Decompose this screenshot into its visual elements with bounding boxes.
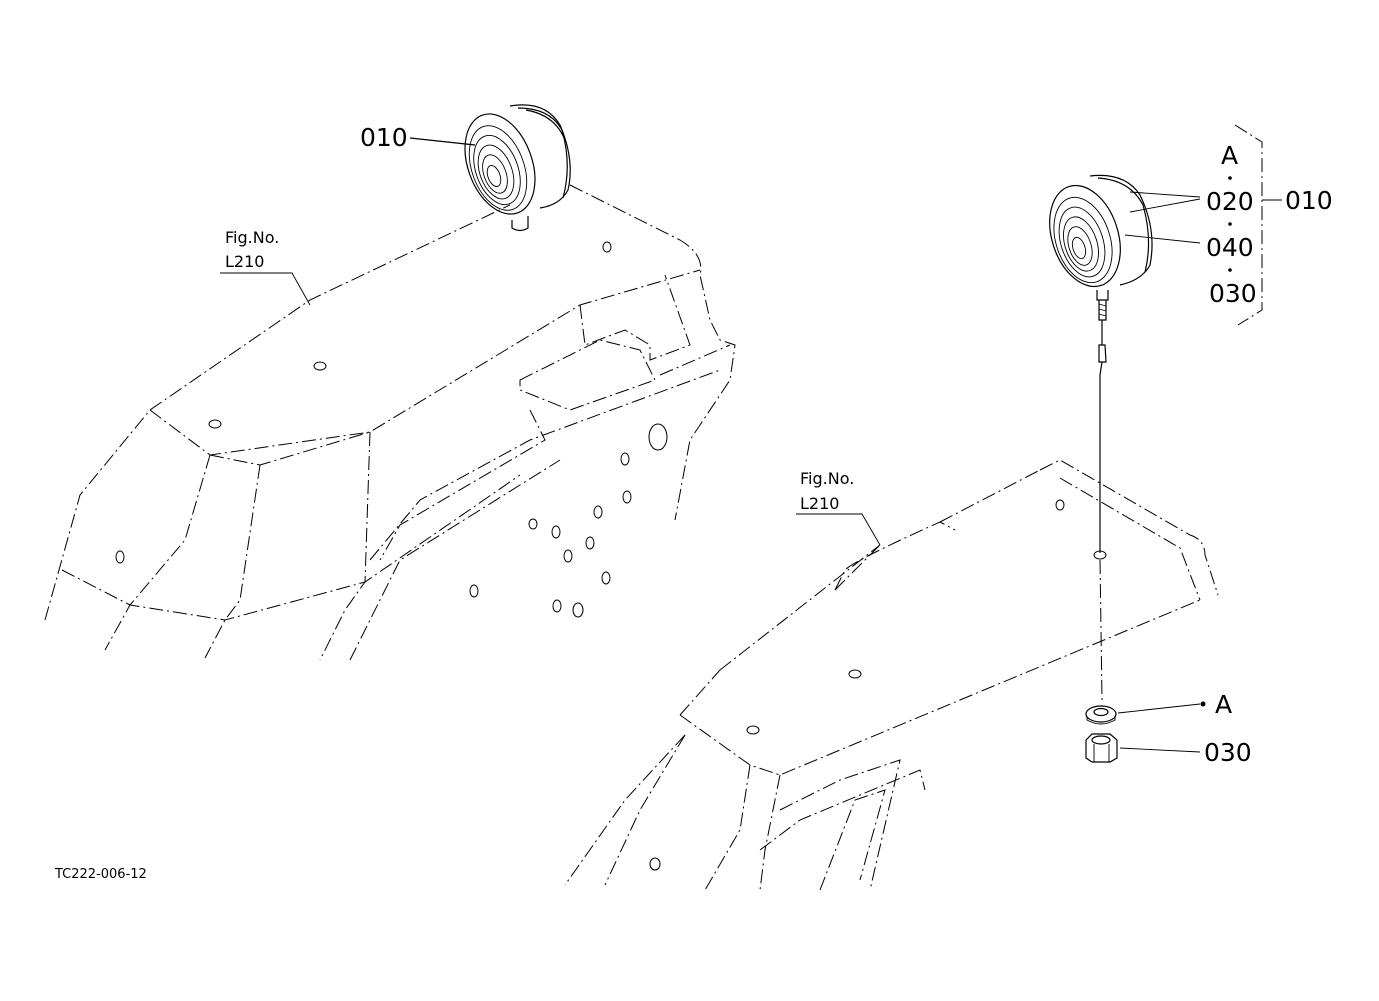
letter-a-top: A [1221,141,1238,170]
right-cab-assembly [564,459,1219,891]
fig-ref-left: Fig.No. L210 [220,228,311,306]
left-work-lamp [464,104,571,232]
leader-010-left [409,137,476,146]
part-label-040: 040 [1206,233,1254,262]
letter-a-washer: A [1215,690,1232,719]
right-leaders [1117,124,1282,753]
drawing-code: TC222-006-12 [54,867,147,882]
right-work-lamp [1049,174,1153,701]
part-label-030-nut: 030 [1204,738,1252,767]
fig-ref-right: Fig.No. L210 [796,469,881,546]
fig-ref-left-title: Fig.No. [225,228,279,247]
part-label-010-left: 010 [360,123,408,152]
hex-nut [1085,733,1118,763]
part-label-030-top: 030 [1209,279,1257,308]
lock-washer [1085,705,1117,725]
left-cab-assembly [44,184,736,661]
part-label-020: 020 [1206,187,1254,216]
fig-ref-left-number: L210 [225,252,264,271]
fig-ref-right-title: Fig.No. [800,469,854,488]
part-label-010-right: 010 [1285,186,1333,215]
fig-ref-right-number: L210 [800,494,839,513]
